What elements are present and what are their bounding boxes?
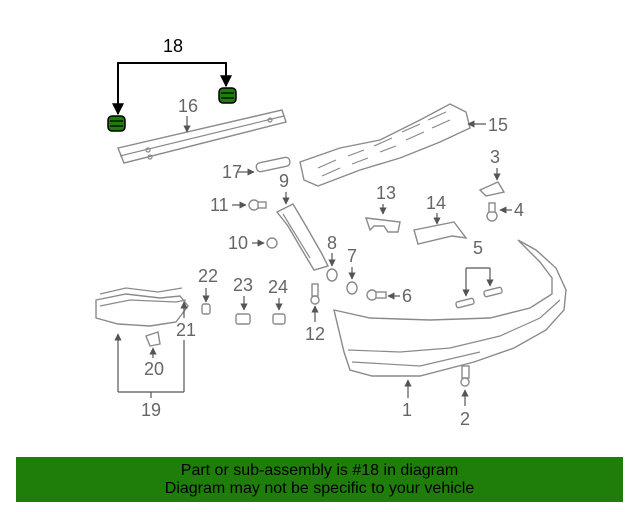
callout-4: 4 — [514, 200, 524, 220]
callout-3: 3 — [490, 147, 500, 167]
callout-15: 15 — [488, 115, 508, 135]
callout-9: 9 — [279, 171, 289, 191]
callout-12: 12 — [305, 324, 325, 344]
callout-1: 1 — [402, 400, 412, 420]
leader-18 — [117, 62, 227, 92]
part-5-pads[interactable]: 5 — [455, 238, 503, 309]
part-13-bracket[interactable]: 13 — [364, 183, 401, 233]
callout-18: 18 — [163, 36, 183, 56]
part-6-bolt[interactable]: 6 — [366, 286, 412, 306]
callout-20: 20 — [144, 359, 164, 379]
part-10-nut[interactable]: 10 — [228, 233, 278, 253]
part-20-clip[interactable]: 20 — [144, 331, 164, 379]
part-7-grommet[interactable]: 7 — [346, 246, 358, 295]
callout-11: 11 — [210, 195, 229, 215]
part-11-bolt[interactable]: 11 — [210, 195, 267, 215]
clip-18-right[interactable] — [218, 87, 237, 104]
callout-8: 8 — [327, 233, 337, 253]
part-1-bumper-cover[interactable]: 1 — [333, 239, 567, 420]
callout-16: 16 — [178, 96, 198, 116]
callout-23: 23 — [233, 275, 253, 295]
part-4-screw[interactable]: 4 — [486, 200, 524, 222]
callout-7: 7 — [347, 246, 357, 266]
callout-6: 6 — [402, 286, 412, 306]
part-12-screw[interactable]: 12 — [305, 283, 325, 344]
callout-19: 19 — [141, 400, 161, 420]
callout-10: 10 — [228, 233, 248, 253]
parts-diagram: 18 16 15 17 — [95, 36, 567, 429]
part-18-group[interactable]: 18 — [107, 36, 237, 132]
callout-22: 22 — [198, 266, 218, 286]
clip-18-left[interactable] — [107, 115, 126, 132]
part-24-fastener[interactable]: 24 — [268, 277, 288, 325]
part-3-bracket[interactable]: 3 — [478, 147, 506, 197]
callout-2: 2 — [460, 409, 470, 429]
part-19-lower-garnish[interactable]: 21 19 — [95, 287, 196, 420]
callout-5: 5 — [473, 238, 483, 258]
part-22-screw[interactable]: 22 — [198, 266, 218, 315]
part-23-fastener[interactable]: 23 — [233, 275, 253, 325]
notice-banner: Part or sub-assembly is #18 in diagram D… — [16, 457, 623, 502]
part-14-retainer[interactable]: 14 — [413, 193, 468, 245]
callout-17: 17 — [222, 162, 242, 182]
callout-21: 21 — [176, 320, 196, 340]
part-9-side-bracket[interactable]: 9 — [275, 171, 330, 271]
callout-14: 14 — [426, 193, 446, 213]
notice-line-1: Part or sub-assembly is #18 in diagram — [180, 461, 459, 479]
callout-24: 24 — [268, 277, 288, 297]
part-15-energy-absorber[interactable]: 15 — [299, 103, 508, 187]
part-17-rod[interactable]: 17 — [222, 156, 291, 182]
part-2-bolt[interactable]: 2 — [460, 365, 470, 429]
part-16-reinforcement-bar[interactable]: 16 — [117, 96, 287, 164]
part-8-grommet[interactable]: 8 — [326, 233, 338, 282]
callout-13: 13 — [376, 183, 396, 203]
notice-line-2: Diagram may not be specific to your vehi… — [164, 479, 475, 497]
